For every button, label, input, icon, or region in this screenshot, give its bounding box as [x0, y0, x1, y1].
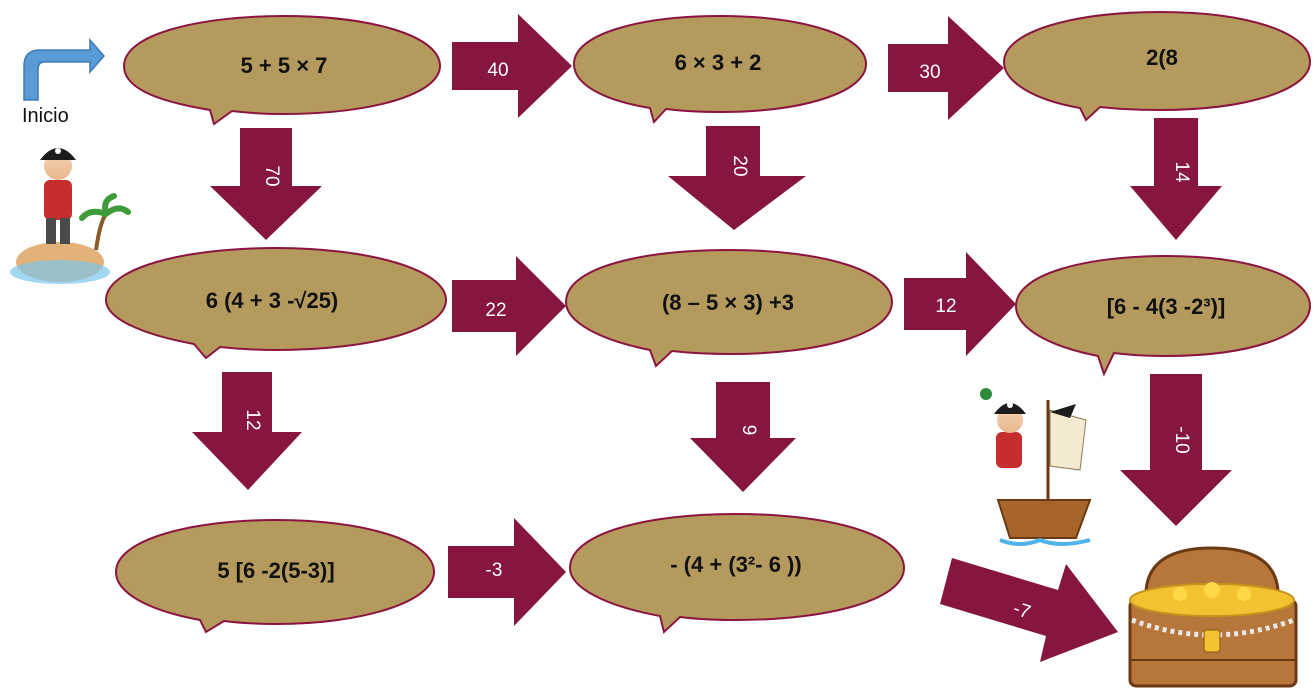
- treasure-chest-icon: [1128, 546, 1298, 688]
- bubble-expression: - (4 + (3²- 6 )): [670, 552, 801, 577]
- speech-bubble-5: (8 – 5 × 3) +3: [564, 248, 894, 368]
- speech-bubble-6: [6 - 4(3 -2³)]: [1014, 254, 1312, 377]
- arrow-right-30: 30: [888, 16, 1004, 120]
- arrow-right-neg3: -3: [448, 518, 566, 626]
- pirate-ship-icon: [980, 388, 1092, 546]
- svg-text:30: 30: [919, 62, 940, 83]
- svg-text:12: 12: [935, 296, 956, 317]
- bubble-expression: (8 – 5 × 3) +3: [662, 290, 794, 315]
- speech-bubble-3: 2(8: [1002, 10, 1312, 122]
- speech-bubble-8: - (4 + (3²- 6 )): [568, 512, 906, 634]
- speech-bubble-7: 5 [6 -2(5-3)]: [114, 518, 436, 634]
- svg-text:20: 20: [729, 155, 750, 176]
- speech-bubble-2: 6 × 3 + 2: [572, 14, 868, 124]
- bubble-expression: [6 - 4(3 -2³)]: [1107, 294, 1226, 319]
- speech-bubble-4: 6 (4 + 3 -√25): [104, 246, 448, 360]
- arrow-down-14: 14: [1130, 118, 1222, 240]
- start-arrow-icon: [23, 38, 105, 101]
- speech-bubble-1: 5 + 5 × 7: [122, 14, 442, 126]
- arrow-down-70: 70: [210, 128, 322, 240]
- pirate-on-island-icon: [10, 148, 131, 284]
- bubble-expression: 6 × 3 + 2: [675, 50, 762, 75]
- bubble-expression: 2(8: [1146, 45, 1178, 70]
- bubble-expression: 5 + 5 × 7: [241, 53, 328, 78]
- svg-text:-7: -7: [1010, 598, 1033, 623]
- svg-text:14: 14: [1171, 161, 1192, 183]
- start-label: Inicio: [22, 105, 69, 127]
- svg-text:12: 12: [242, 409, 263, 430]
- svg-text:9: 9: [738, 425, 759, 436]
- arrow-down-20: 20: [668, 126, 806, 230]
- arrow-down-neg10: -10: [1120, 374, 1232, 526]
- arrow-down-9: 9: [690, 382, 796, 492]
- svg-text:-10: -10: [1171, 426, 1192, 453]
- arrow-right-22: 22: [452, 256, 566, 356]
- svg-text:-3: -3: [486, 560, 503, 581]
- arrow-right-12: 12: [904, 252, 1016, 356]
- svg-text:70: 70: [261, 165, 282, 186]
- arrow-right-40: 40: [452, 14, 572, 118]
- bubble-expression: 5 [6 -2(5-3)]: [217, 558, 334, 583]
- svg-text:22: 22: [485, 300, 506, 321]
- arrow-down-12: 12: [192, 372, 302, 490]
- bubble-expression: 6 (4 + 3 -√25): [206, 288, 339, 313]
- arrow-diagonal-neg7: -7: [940, 558, 1118, 662]
- svg-text:40: 40: [487, 60, 508, 81]
